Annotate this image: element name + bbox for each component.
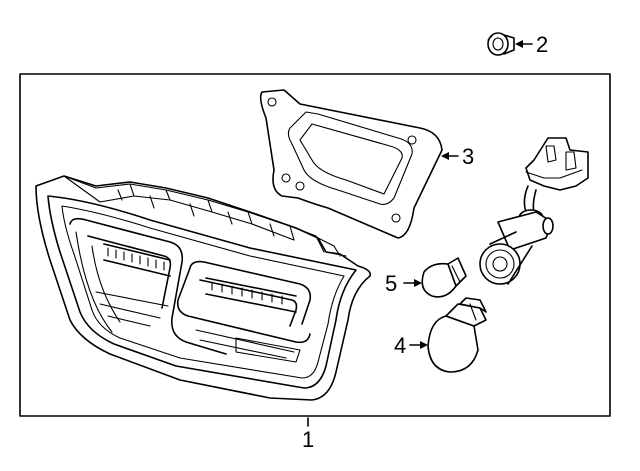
callout-4-label: 4 bbox=[394, 333, 406, 358]
callout-3-label: 3 bbox=[462, 144, 474, 169]
gasket-part[interactable] bbox=[259, 89, 443, 239]
callout-3: 3 bbox=[441, 144, 474, 169]
callout-1: 1 bbox=[302, 417, 314, 452]
clip-nut-part[interactable] bbox=[487, 32, 515, 56]
led-strip-right bbox=[205, 277, 297, 313]
assembly-frame bbox=[19, 73, 611, 417]
callout-5: 5 bbox=[385, 271, 422, 296]
callout-2: 2 bbox=[515, 32, 548, 57]
bulb-large-part[interactable] bbox=[427, 297, 487, 373]
socket-connector-part[interactable] bbox=[479, 137, 589, 285]
callout-5-label: 5 bbox=[385, 271, 397, 296]
callout-2-label: 2 bbox=[536, 32, 548, 57]
lamp-housing-part[interactable] bbox=[35, 175, 372, 401]
led-strip-left bbox=[103, 243, 171, 277]
callout-1-label: 1 bbox=[302, 427, 314, 452]
bulb-small-part[interactable] bbox=[421, 257, 467, 298]
callout-4: 4 bbox=[394, 333, 428, 358]
